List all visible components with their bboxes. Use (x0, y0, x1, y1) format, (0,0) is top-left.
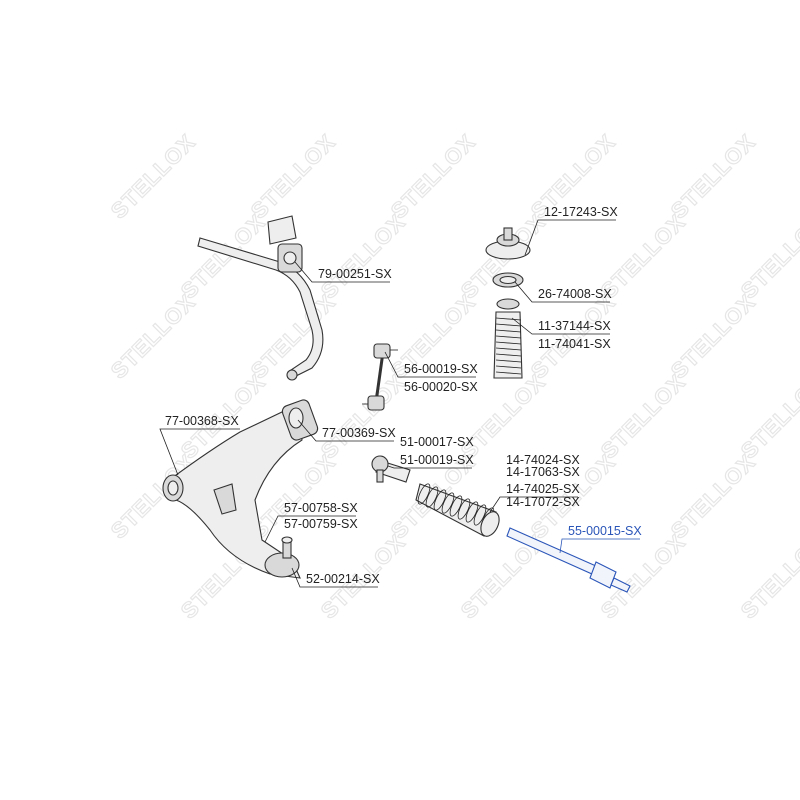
label-tie-rod-end-1: 51-00017-SX (400, 435, 474, 449)
label-arm-bushing-front: 77-00368-SX (165, 414, 239, 428)
boot-ring (473, 504, 487, 526)
watermark-text: STELLOX (736, 529, 800, 623)
label-stabilizer-bushing: 79-00251-SX (318, 267, 392, 281)
boot-ring (495, 371, 522, 375)
label-rack-boot-3: 14-74025-SX (506, 482, 580, 496)
label-boot-1: 11-37144-SX (538, 319, 611, 333)
stabilizer-bar (197, 237, 324, 381)
label-control-arm-1: 57-00758-SX (284, 501, 358, 515)
label-rack-boot-4: 14-17072-SX (506, 495, 580, 509)
stabilizer-link (362, 343, 398, 411)
boot-ring (425, 486, 439, 508)
strut-boot (493, 298, 523, 379)
label-link-2: 56-00020-SX (404, 380, 478, 394)
leader-line (511, 317, 610, 335)
stabilizer-bushing (267, 215, 303, 273)
leader-line (514, 281, 610, 303)
boot-ring (495, 359, 522, 363)
label-top-mount: 12-17243-SX (544, 205, 618, 219)
leader-line (559, 538, 640, 554)
label-control-arm-2: 57-00759-SX (284, 517, 358, 531)
boot-ring (495, 353, 522, 357)
boot-ring (495, 365, 522, 369)
label-bearing: 26-74008-SX (538, 287, 612, 301)
watermark-text: STELLOX (106, 129, 200, 223)
watermark-text: STELLOX (386, 129, 480, 223)
watermark-text: STELLOX (736, 369, 800, 463)
strut-bearing (492, 272, 524, 288)
boot-ring (495, 335, 522, 339)
label-arm-bushing-rear: 77-00369-SX (322, 426, 396, 440)
label-rack-boot-1: 14-74024-SX (506, 453, 580, 467)
boot-ring (449, 495, 463, 517)
leader-line (159, 428, 240, 476)
leader-line (524, 219, 616, 256)
watermark-text: STELLOX (596, 369, 690, 463)
label-inner-tie-rod: 55-00015-SX (568, 524, 642, 538)
leader-line (387, 465, 472, 469)
watermark-text: STELLOX (666, 129, 760, 223)
lower-control-arm (162, 399, 319, 579)
leader-line (384, 351, 476, 378)
boot-ring (465, 501, 479, 523)
boot-ring (433, 489, 447, 511)
watermark-text: STELLOX (316, 369, 410, 463)
boot-ring (457, 498, 471, 520)
leader-line (297, 419, 394, 442)
boot-ring (495, 347, 522, 351)
label-rack-boot-2: 14-17063-SX (506, 465, 580, 479)
label-boot-2: 11-74041-SX (538, 337, 611, 351)
label-ball-joint: 52-00214-SX (306, 572, 380, 586)
boot-ring (417, 483, 431, 505)
inner-tie-rod (506, 527, 631, 593)
watermark-text: STELLOX (316, 209, 410, 303)
leader-line (291, 567, 378, 588)
watermark-text: STELLOX (246, 129, 340, 223)
leader-line (489, 496, 578, 513)
boot-ring (495, 341, 522, 345)
boot-ring (495, 317, 522, 321)
tie-rod-end (371, 455, 411, 483)
watermark-text: STELLOX (666, 449, 760, 543)
part-labels: 12-17243-SX 79-00251-SX 26-74008-SX 11-3714… (159, 205, 642, 588)
boot-ring (495, 329, 522, 333)
boot-ring (495, 323, 522, 327)
top-mount (485, 227, 531, 260)
boot-ring (441, 492, 455, 514)
watermark-text: STELLOX (106, 289, 200, 383)
leader-line (264, 515, 356, 543)
label-tie-rod-end-2: 51-00019-SX (400, 453, 474, 467)
watermark-text: STELLOX (666, 289, 760, 383)
leader-line (294, 261, 390, 283)
label-link-1: 56-00019-SX (404, 362, 478, 376)
watermark-text: STELLOX (736, 209, 800, 303)
